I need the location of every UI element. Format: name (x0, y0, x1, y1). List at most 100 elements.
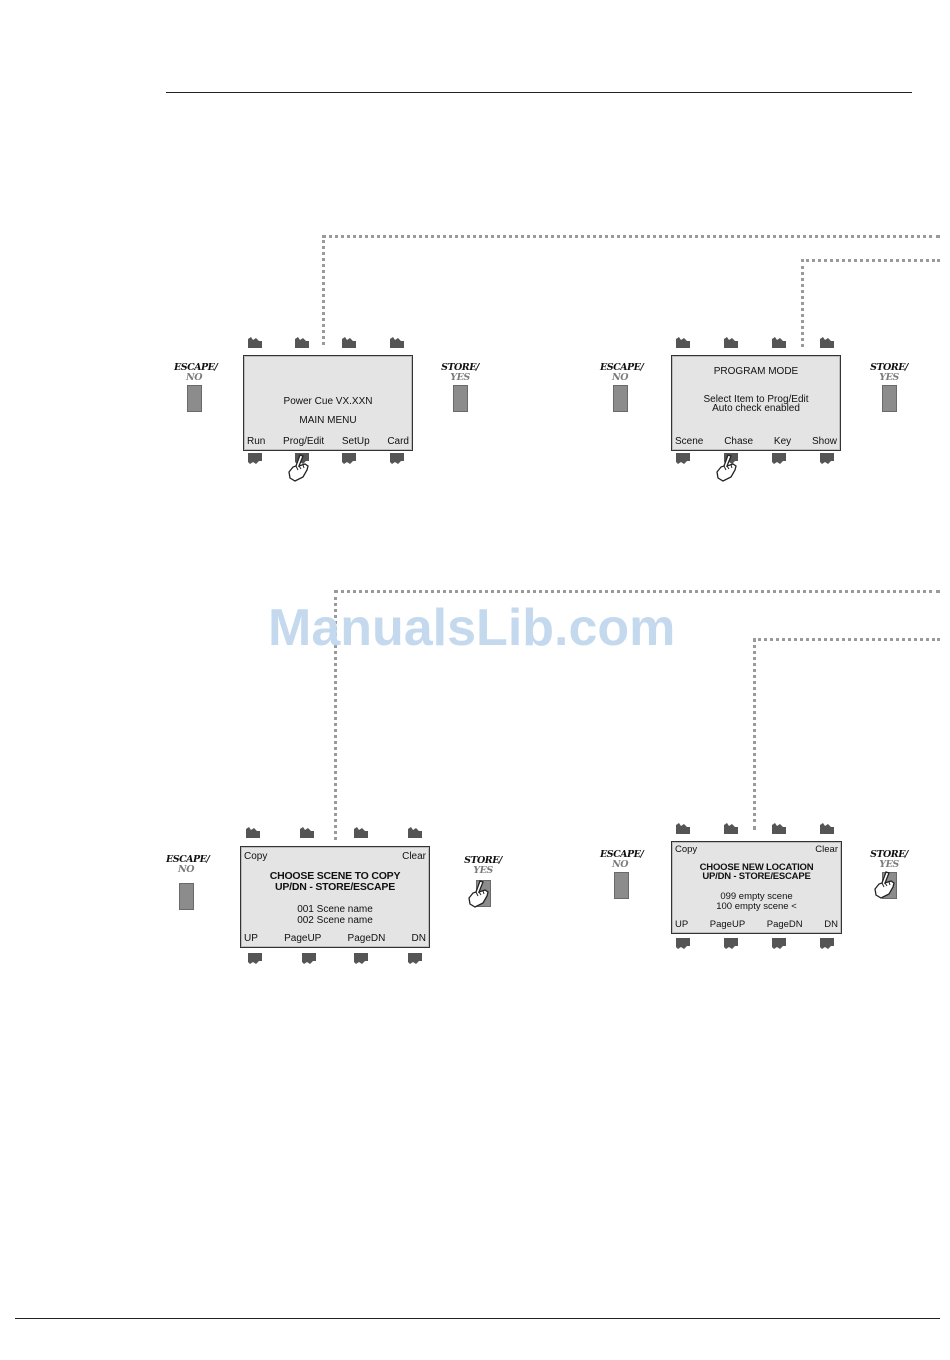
softkey-down-tab[interactable] (724, 938, 738, 949)
softkey-labels: Scene Chase Key Show (675, 436, 837, 447)
store-label-text: STORE/ (464, 855, 502, 866)
escape-no-button[interactable] (179, 883, 194, 910)
softkey-labels: Run Prog/Edit SetUp Card (247, 436, 409, 447)
softkey-down-tab[interactable] (248, 453, 262, 464)
softkey-down-tab[interactable] (354, 953, 368, 964)
screen-title: CHOOSE SCENE TO COPY (269, 870, 401, 882)
softkey-label-pageup: PageUP (709, 919, 746, 930)
screen-subtitle: UP/DN - STORE/ESCAPE (274, 881, 396, 893)
list-item[interactable]: 100 empty scene < (716, 901, 797, 912)
softkey-down-tab[interactable] (676, 938, 690, 949)
store-yes-button[interactable] (453, 385, 468, 412)
no-label-text: NO (186, 372, 202, 383)
softkey-down-tab[interactable] (820, 453, 834, 464)
softkey-down-tab[interactable] (248, 953, 262, 964)
watermark: ManualsLib.com (268, 599, 676, 657)
softkey-up-tab[interactable] (408, 827, 422, 838)
softkey-label-pageup: PageUP (284, 933, 322, 944)
escape-key-label: ESCAPE/ NO (600, 849, 644, 870)
prompt-text: Select Item to Prog/Edit (703, 394, 809, 405)
connector-line (801, 259, 940, 262)
softkey-up-tab[interactable] (724, 337, 738, 348)
softkey-down-tab[interactable] (390, 453, 404, 464)
softkey-labels: UP PageUP PageDN DN (244, 933, 426, 944)
softkey-label-scene: Scene (675, 436, 704, 447)
connector-line (753, 638, 940, 641)
escape-no-button[interactable] (187, 385, 202, 412)
connector-line (322, 235, 325, 345)
store-key-label: STORE/ YES (463, 856, 503, 876)
list-item[interactable]: 099 empty scene (720, 891, 793, 902)
softkey-down-tab[interactable] (772, 938, 786, 949)
escape-label-text: ESCAPE/ (174, 362, 218, 373)
softkey-up-tab[interactable] (248, 337, 262, 348)
softkey-up-tab[interactable] (676, 823, 690, 834)
store-key-label: STORE/ YES (869, 363, 909, 383)
softkey-up-tab[interactable] (300, 827, 314, 838)
softkey-label-key: Key (773, 436, 792, 447)
softkey-down-tab[interactable] (820, 938, 834, 949)
clear-label: Clear (402, 851, 426, 862)
pointing-hand-icon (286, 453, 312, 483)
console-choose-location: ESCAPE/ NO Copy Clear CHOOSE NEW LOCATIO… (598, 820, 950, 960)
softkey-down-tab[interactable] (342, 453, 356, 464)
copy-label: Copy (244, 851, 268, 862)
no-label-text: NO (612, 372, 628, 383)
softkey-label-show: Show (811, 436, 837, 447)
console-program-mode: ESCAPE/ NO PROGRAM MODE Select Item to P… (596, 333, 950, 493)
escape-key-label: ESCAPE/ NO (166, 854, 210, 875)
no-label-text: NO (612, 859, 628, 870)
mode-title: PROGRAM MODE (713, 366, 799, 377)
no-label-text: NO (178, 864, 194, 875)
softkey-down-tab[interactable] (408, 953, 422, 964)
connector-line (334, 590, 337, 840)
screen-subtitle: UP/DN - STORE/ESCAPE (702, 871, 811, 882)
menu-title: MAIN MENU (299, 415, 357, 426)
pointing-hand-icon (872, 870, 898, 900)
status-text: Auto check enabled (712, 403, 800, 414)
list-item[interactable]: 001 Scene name (297, 904, 373, 915)
copy-label: Copy (675, 844, 698, 855)
softkey-up-tab[interactable] (676, 337, 690, 348)
escape-key-label: ESCAPE/ NO (174, 362, 218, 383)
lcd-screen: PROGRAM MODE Select Item to Prog/Edit Au… (671, 355, 841, 451)
softkey-down-tab[interactable] (772, 453, 786, 464)
softkey-up-tab[interactable] (820, 337, 834, 348)
pointing-hand-icon (466, 879, 492, 909)
softkey-up-tab[interactable] (390, 337, 404, 348)
yes-label-text: YES (450, 372, 470, 383)
footer-rule (15, 1318, 940, 1319)
lcd-screen: Copy Clear CHOOSE NEW LOCATION UP/DN - S… (671, 841, 842, 934)
escape-label-text: ESCAPE/ (600, 849, 644, 860)
softkey-down-tab[interactable] (676, 453, 690, 464)
yes-label-text: YES (879, 859, 899, 870)
header-rule (166, 92, 912, 93)
store-label-text: STORE/ (441, 362, 479, 373)
connector-line (334, 590, 940, 593)
softkey-up-tab[interactable] (295, 337, 309, 348)
list-item[interactable]: 002 Scene name (297, 915, 373, 926)
softkey-label-run: Run (247, 436, 266, 447)
softkey-label-chase: Chase (724, 436, 754, 447)
yes-label-text: YES (879, 372, 899, 383)
escape-key-label: ESCAPE/ NO (600, 362, 644, 383)
softkey-down-tab[interactable] (302, 953, 316, 964)
screen-title: CHOOSE NEW LOCATION (699, 862, 814, 873)
softkey-up-tab[interactable] (354, 827, 368, 838)
softkey-up-tab[interactable] (246, 827, 260, 838)
softkey-up-tab[interactable] (820, 823, 834, 834)
lcd-screen: Copy Clear CHOOSE SCENE TO COPY UP/DN - … (240, 846, 430, 948)
softkey-up-tab[interactable] (342, 337, 356, 348)
store-yes-button[interactable] (882, 385, 897, 412)
softkey-up-tab[interactable] (772, 823, 786, 834)
softkey-up-tab[interactable] (724, 823, 738, 834)
store-key-label: STORE/ YES (440, 363, 480, 383)
escape-no-button[interactable] (614, 872, 629, 899)
store-key-label: STORE/ YES (869, 850, 909, 870)
escape-no-button[interactable] (613, 385, 628, 412)
escape-label-text: ESCAPE/ (600, 362, 644, 373)
escape-label-text: ESCAPE/ (166, 854, 210, 865)
connector-line (753, 638, 756, 830)
store-label-text: STORE/ (870, 849, 908, 860)
softkey-up-tab[interactable] (772, 337, 786, 348)
